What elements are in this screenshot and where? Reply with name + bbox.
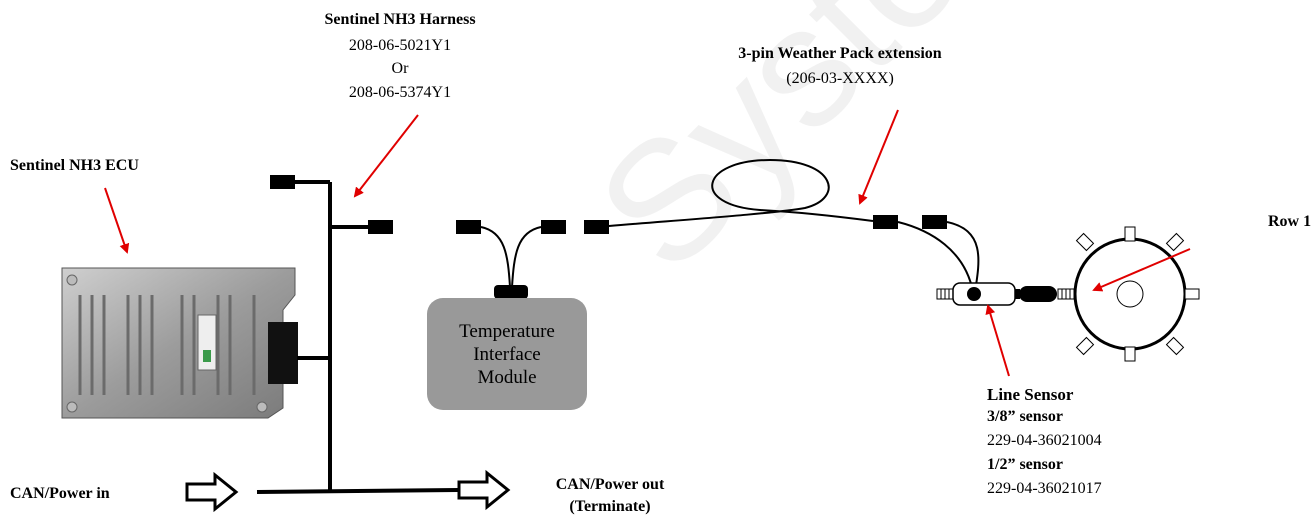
extension-pointer-arrow bbox=[858, 109, 899, 205]
extension-part: (206-03-XXXX) bbox=[786, 70, 894, 87]
can-power-out-line-2: (Terminate) bbox=[569, 498, 651, 515]
row-1-label: Row 1 bbox=[1268, 213, 1312, 230]
tim-plug bbox=[494, 285, 528, 299]
harness-trunk bbox=[256, 180, 459, 494]
harness-pointer-arrow bbox=[353, 114, 419, 198]
line-sensor-part-1: 229-04-36021004 bbox=[987, 432, 1102, 449]
extension-connector-right bbox=[873, 215, 898, 229]
temperature-interface-module: Temperature Interface Module bbox=[427, 298, 587, 410]
tim-y-cable bbox=[480, 226, 542, 288]
harness-connector-out bbox=[368, 220, 393, 234]
harness-or: Or bbox=[391, 60, 409, 77]
sensor-pointer-arrow bbox=[985, 304, 1010, 377]
harness-part-2: 208-06-5374Y1 bbox=[348, 84, 452, 101]
tim-label-line-2: Interface bbox=[473, 343, 541, 365]
harness-title: Sentinel NH3 Harness bbox=[324, 11, 476, 28]
line-sensor-size-2: 1/2” sensor bbox=[987, 456, 1063, 473]
sensor-y-cable bbox=[897, 221, 980, 293]
ecu-title: Sentinel NH3 ECU bbox=[10, 157, 139, 174]
extension-title: 3-pin Weather Pack extension bbox=[738, 45, 942, 62]
harness-part-1: 208-06-5021Y1 bbox=[348, 37, 452, 54]
tim-connector-left bbox=[456, 220, 481, 234]
harness-connector-top bbox=[270, 175, 295, 189]
tim-label-line-1: Temperature bbox=[459, 320, 555, 342]
sensor-connector bbox=[922, 215, 947, 229]
can-power-in-label: CAN/Power in bbox=[10, 485, 110, 502]
line-sensor-size-1: 3/8” sensor bbox=[987, 408, 1063, 425]
line-sensor-body bbox=[936, 282, 1075, 306]
extension-cable bbox=[608, 158, 874, 227]
can-power-out-line-1: CAN/Power out bbox=[555, 476, 665, 493]
ecu-module bbox=[61, 267, 298, 419]
line-sensor-part-2: 229-04-36021017 bbox=[987, 480, 1102, 497]
tim-connector-right bbox=[541, 220, 566, 234]
extension-connector-left bbox=[584, 220, 609, 234]
ecu-pointer-arrow bbox=[104, 187, 130, 254]
manifold bbox=[1073, 226, 1200, 362]
row1-pointer-arrow bbox=[1092, 248, 1191, 292]
can-power-in-arrow bbox=[185, 471, 239, 513]
line-sensor-title: Line Sensor bbox=[987, 385, 1074, 404]
can-power-out-arrow bbox=[457, 469, 511, 511]
tim-label-line-3: Module bbox=[477, 366, 537, 388]
